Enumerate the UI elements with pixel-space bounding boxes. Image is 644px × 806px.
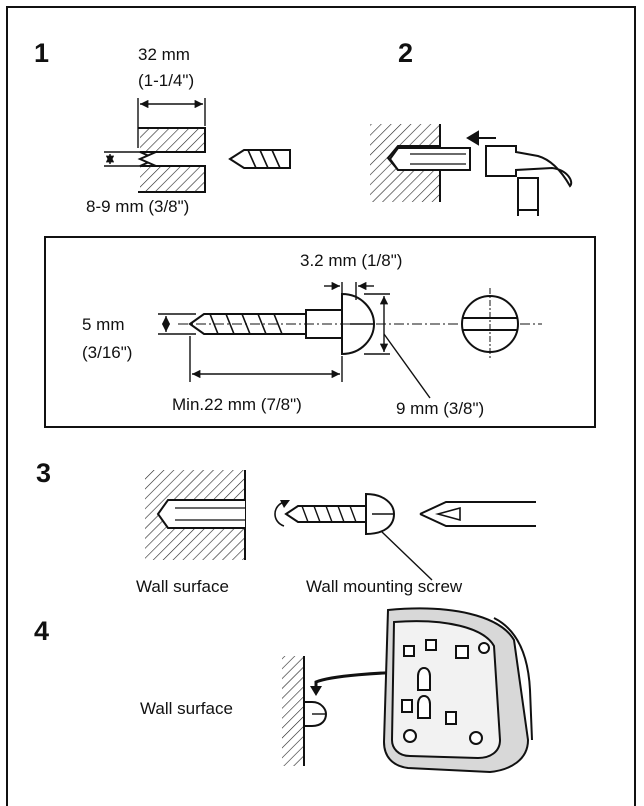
- step-2-number: 2: [398, 38, 414, 68]
- step-1-number: 1: [34, 38, 50, 68]
- push-arrow-icon: [466, 130, 496, 146]
- step4-wall: [282, 656, 305, 766]
- step3-leader-line: [381, 531, 433, 581]
- head-diameter-label: 9 mm (3/8"): [396, 399, 485, 418]
- drill-bit-icon: [228, 149, 291, 169]
- hammer-icon: [485, 145, 573, 216]
- step4-wall-surface-label: Wall surface: [140, 699, 233, 718]
- wall-plug-icon: [388, 147, 471, 171]
- step3-screw-label: Wall mounting screw: [306, 577, 463, 596]
- shank-diameter-inch-label: (3/16"): [82, 343, 133, 362]
- min-length-label: Min.22 mm (7/8"): [172, 395, 302, 414]
- step-4-number: 4: [34, 616, 50, 646]
- hole-depth-inch-label: (1-1/4"): [138, 71, 195, 90]
- spec-screw-head-end-view: [461, 288, 519, 360]
- step1-drill-hole: [137, 127, 206, 193]
- step3-wall-surface-label: Wall surface: [136, 577, 229, 596]
- screw-spec-box: [44, 236, 596, 428]
- screwdriver-icon: [419, 501, 536, 527]
- instruction-frame: [6, 6, 636, 806]
- hole-depth-label: 32 mm: [138, 45, 190, 64]
- shank-diameter-label: 5 mm: [82, 315, 125, 334]
- step3-wall: [145, 470, 246, 560]
- hole-diameter-label: 8-9 mm (3/8"): [86, 197, 190, 216]
- head-thickness-label: 3.2 mm (1/8"): [300, 251, 403, 270]
- step1-dimension-lines: [104, 98, 206, 167]
- wall-mounting-screw-icon: [274, 492, 396, 536]
- screw-head-on-wall-icon: [303, 701, 328, 727]
- device-back-icon: [382, 607, 533, 774]
- spec-dimension-lines: [158, 281, 431, 399]
- step-3-number: 3: [36, 458, 52, 488]
